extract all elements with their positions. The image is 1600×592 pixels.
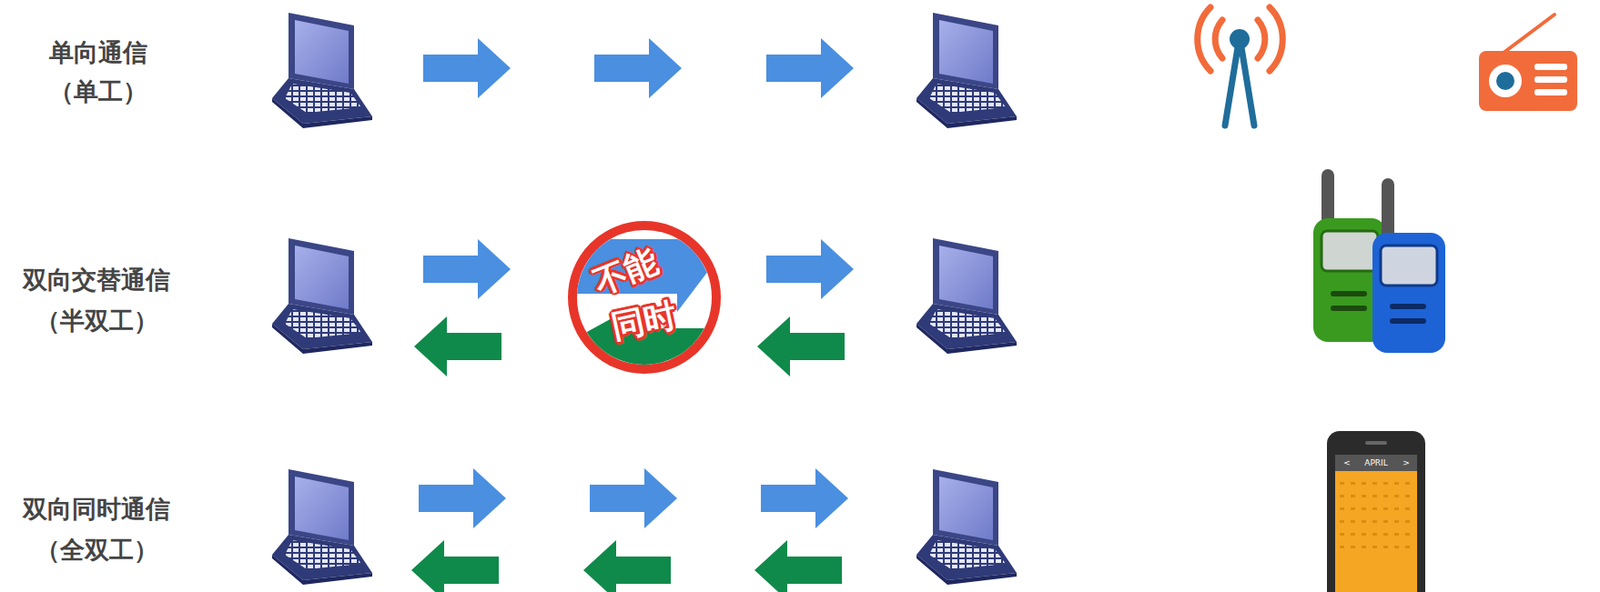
calendar-dot xyxy=(1350,546,1356,549)
calendar-dot xyxy=(1339,495,1345,498)
calendar-dot xyxy=(1383,520,1388,524)
calendar-dot xyxy=(1350,533,1356,537)
calendar-dot xyxy=(1394,520,1399,524)
calendar-dot xyxy=(1383,546,1388,549)
mode-label: （半双工） xyxy=(35,304,159,338)
calendar-dot xyxy=(1394,533,1399,537)
calendar-dot xyxy=(1405,507,1410,511)
calendar-dot xyxy=(1350,495,1356,498)
mode-label: 单向通信 xyxy=(49,36,148,70)
calendar-dot xyxy=(1339,482,1345,486)
calendar-dot xyxy=(1383,507,1388,511)
calendar-dot xyxy=(1339,546,1345,549)
mode-label: 双向同时通信 xyxy=(22,493,171,527)
phone-screen-text: APRIL xyxy=(1364,458,1388,468)
calendar-dot xyxy=(1394,495,1399,498)
calendar-dot xyxy=(1405,495,1410,498)
calendar-dot xyxy=(1361,533,1367,537)
calendar-dot xyxy=(1350,520,1356,524)
calendar-dot xyxy=(1339,520,1345,524)
mode-label: （全双工） xyxy=(35,534,159,568)
calendar-dot xyxy=(1383,495,1388,498)
warning-text: 不能 同时 xyxy=(577,230,712,365)
mode-label: 双向交替通信 xyxy=(22,263,171,297)
calendar-dot xyxy=(1361,507,1367,511)
calendar-dot xyxy=(1361,520,1367,524)
calendar-dot xyxy=(1372,520,1378,524)
calendar-dot xyxy=(1405,482,1410,486)
calendar-dot xyxy=(1339,533,1345,537)
calendar-dot xyxy=(1394,482,1399,486)
warning-text-line: 不能 xyxy=(587,239,665,305)
prohibition-circle: 不能 同时 xyxy=(567,221,721,375)
phone-screen-text: > xyxy=(1402,458,1410,468)
calendar-dot xyxy=(1361,546,1367,549)
calendar-dot xyxy=(1383,482,1388,486)
calendar-dot xyxy=(1394,546,1399,549)
mode-label: （单工） xyxy=(49,75,148,109)
calendar-dot xyxy=(1405,520,1410,524)
calendar-dot xyxy=(1361,482,1367,486)
warning-text-line: 同时 xyxy=(607,293,682,351)
calendar-dot xyxy=(1339,507,1345,511)
calendar-dot xyxy=(1405,533,1410,537)
calendar-dot xyxy=(1350,482,1356,486)
calendar-dot xyxy=(1372,546,1378,549)
phone-screen-text: < xyxy=(1343,458,1351,468)
calendar-dot xyxy=(1361,495,1367,498)
calendar-dot xyxy=(1394,507,1399,511)
calendar-dot xyxy=(1372,533,1378,537)
calendar-dot xyxy=(1372,495,1378,498)
calendar-dot xyxy=(1383,533,1388,537)
calendar-dot xyxy=(1372,482,1378,486)
calendar-dot xyxy=(1372,507,1378,511)
calendar-dot xyxy=(1350,507,1356,511)
calendar-dot xyxy=(1405,546,1410,549)
